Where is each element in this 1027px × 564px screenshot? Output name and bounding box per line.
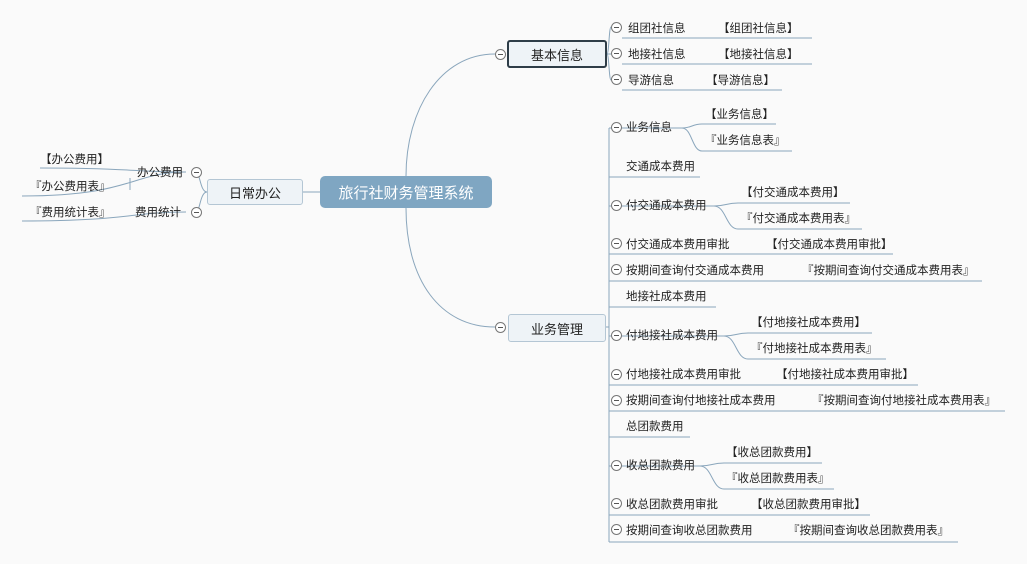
leaf-query-ground-cost-table[interactable]: 『按期间查询付地接社成本费用表』 [812, 393, 996, 407]
collapse-office-expense-icon[interactable] [191, 167, 202, 178]
connector-line [405, 207, 496, 328]
topic-expense-statistics[interactable]: 费用统计 [135, 205, 181, 219]
leaf-collect-group-fee-table[interactable]: 『收总团款费用表』 [726, 471, 830, 485]
topic-collect-group-fee[interactable]: 收总团款费用 [626, 458, 695, 472]
root-topic[interactable]: 旅行社财务管理系统 [320, 176, 492, 208]
leaf-pay-ground-cost-table[interactable]: 『付地接社成本费用表』 [751, 341, 878, 355]
leaf-pay-ground-cost[interactable]: 【付地接社成本费用】 [751, 315, 866, 329]
topic-query-transport-cost[interactable]: 按期间查询付交通成本费用 [626, 263, 764, 277]
leaf-pay-transport-cost[interactable]: 【付交通成本费用】 [741, 185, 845, 199]
leaf-query-group-fee-table[interactable]: 『按期间查询收总团款费用表』 [788, 523, 949, 537]
collapse-business-info-icon[interactable] [611, 122, 622, 133]
collapse-basic-info-icon[interactable] [495, 49, 506, 60]
connector-line [681, 127, 792, 152]
leaf-office-expense-table[interactable]: 『办公费用表』 [30, 179, 111, 193]
collapse-collect-group-approval-icon[interactable] [611, 498, 622, 509]
leaf-ground-agency-info[interactable]: 【地接社信息】 [718, 47, 799, 61]
topic-collect-group-approval[interactable]: 收总团款费用审批 [626, 497, 718, 511]
leaf-query-transport-cost-table[interactable]: 『按期间查询付交通成本费用表』 [802, 263, 975, 277]
topic-query-group-fee[interactable]: 按期间查询收总团款费用 [626, 523, 753, 537]
topic-tour-group-info[interactable]: 组团社信息 [628, 21, 686, 35]
collapse-expense-statistics-icon[interactable] [191, 207, 202, 218]
connector-line [606, 53, 612, 81]
topic-query-ground-cost[interactable]: 按期间查询付地接社成本费用 [626, 393, 776, 407]
leaf-tour-group-info[interactable]: 【组团社信息】 [718, 21, 799, 35]
collapse-pay-ground-cost-icon[interactable] [611, 330, 622, 341]
topic-guide-info[interactable]: 导游信息 [628, 73, 674, 87]
leaf-pay-ground-approval[interactable]: 【付地接社成本费用审批】 [776, 367, 914, 381]
collapse-business-management-icon[interactable] [495, 322, 506, 333]
leaf-office-expense[interactable]: 【办公费用】 [40, 152, 109, 166]
collapse-query-group-fee-icon[interactable] [611, 524, 622, 535]
topic-ground-agency-info[interactable]: 地接社信息 [628, 47, 686, 61]
connector-line [699, 465, 834, 490]
collapse-pay-transport-approval-icon[interactable] [611, 238, 622, 249]
connector-line [713, 205, 862, 230]
leaf-guide-info[interactable]: 【导游信息】 [706, 73, 775, 87]
topic-basic-info[interactable]: 基本信息 [507, 40, 607, 68]
connector-line [723, 335, 886, 360]
connector-line [681, 123, 776, 129]
leaf-business-info[interactable]: 【业务信息】 [705, 107, 774, 121]
leaf-expense-statistics-table[interactable]: 『费用统计表』 [30, 205, 111, 219]
topic-business-management[interactable]: 业务管理 [508, 314, 606, 342]
collapse-pay-transport-cost-icon[interactable] [611, 200, 622, 211]
collapse-query-ground-cost-icon[interactable] [611, 395, 622, 406]
leaf-business-info-table[interactable]: 『业务信息表』 [705, 133, 786, 147]
leaf-pay-transport-cost-table[interactable]: 『付交通成本费用表』 [741, 211, 856, 225]
connector-line [723, 332, 872, 337]
collapse-tour-group-info-icon[interactable] [611, 22, 622, 33]
collapse-collect-group-fee-icon[interactable] [611, 460, 622, 471]
topic-pay-transport-approval[interactable]: 付交通成本费用审批 [626, 237, 730, 251]
collapse-guide-info-icon[interactable] [611, 74, 622, 85]
connector-line [606, 26, 612, 55]
connector-line [39, 167, 187, 173]
collapse-pay-ground-approval-icon[interactable] [611, 369, 622, 380]
topic-office-expense[interactable]: 办公费用 [137, 165, 183, 179]
topic-business-info[interactable]: 业务信息 [626, 120, 672, 134]
connector-line [713, 202, 850, 207]
topic-daily-office[interactable]: 日常办公 [207, 179, 303, 205]
topic-ground-agency-cost[interactable]: 地接社成本费用 [626, 289, 707, 303]
leaf-pay-transport-approval[interactable]: 【付交通成本费用审批】 [766, 237, 893, 251]
topic-pay-ground-approval[interactable]: 付地接社成本费用审批 [626, 367, 741, 381]
leaf-collect-group-approval[interactable]: 【收总团款费用审批】 [751, 497, 866, 511]
topic-total-group-fee[interactable]: 总团款费用 [626, 419, 684, 433]
connector-line [21, 211, 187, 222]
topic-transport-cost[interactable]: 交通成本费用 [626, 159, 695, 173]
connector-line [405, 53, 496, 177]
leaf-collect-group-fee[interactable]: 【收总团款费用】 [726, 445, 818, 459]
topic-pay-transport-cost[interactable]: 付交通成本费用 [626, 198, 707, 212]
topic-pay-ground-cost[interactable]: 付地接社成本费用 [626, 328, 718, 342]
collapse-ground-agency-info-icon[interactable] [611, 48, 622, 59]
connector-line [699, 462, 822, 467]
connector-line [21, 171, 187, 197]
collapse-query-transport-cost-icon[interactable] [611, 264, 622, 275]
